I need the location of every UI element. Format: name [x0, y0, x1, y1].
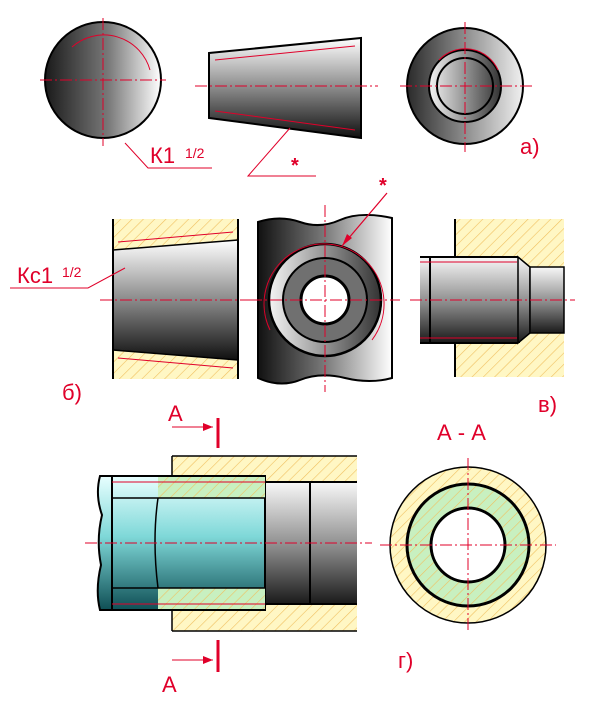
section-mark-bottom: А	[162, 640, 220, 697]
asterisk-a: *	[291, 155, 299, 177]
threaded-block-end-view	[250, 205, 400, 392]
asterisk-b: *	[379, 175, 387, 197]
figure-b-label: б)	[62, 380, 82, 405]
figure-g: А А А - А г)	[85, 401, 556, 697]
figure-v: в)	[410, 219, 575, 417]
section-label-top: А	[168, 401, 183, 426]
thread-k-label: К1	[150, 143, 175, 168]
sphere-plug-view	[40, 18, 166, 146]
figure-v-label: в)	[538, 392, 557, 417]
thread-kc-label: Кс1	[17, 263, 53, 288]
section-a-a-title: А - А	[437, 420, 486, 445]
thread-k-fraction: 1/2	[185, 145, 205, 161]
asterisk-a-leader: *	[246, 127, 316, 177]
thread-k-leader: К1 1/2	[124, 142, 212, 169]
thread-kc-fraction: 1/2	[62, 264, 82, 280]
section-a-a-view: А - А	[380, 420, 556, 632]
tapered-hole-section	[100, 219, 250, 379]
section-mark-top: А	[168, 401, 220, 448]
figure-a-label: а)	[520, 134, 540, 159]
figure-g-label: г)	[398, 648, 413, 673]
stepped-rod-in-hole-section	[410, 219, 575, 377]
thread-kc-leader: Кс1 1/2	[10, 263, 126, 289]
asterisk-b-leader: *	[341, 175, 388, 247]
figure-a: К1 1/2 * а)	[40, 18, 540, 177]
section-label-bottom: А	[162, 672, 177, 697]
pipe-connection-section	[85, 455, 372, 632]
conical-plug-view	[195, 36, 378, 140]
threaded-hole-end-view	[400, 22, 532, 152]
figure-b: Кс1 1/2 * б)	[10, 175, 400, 405]
